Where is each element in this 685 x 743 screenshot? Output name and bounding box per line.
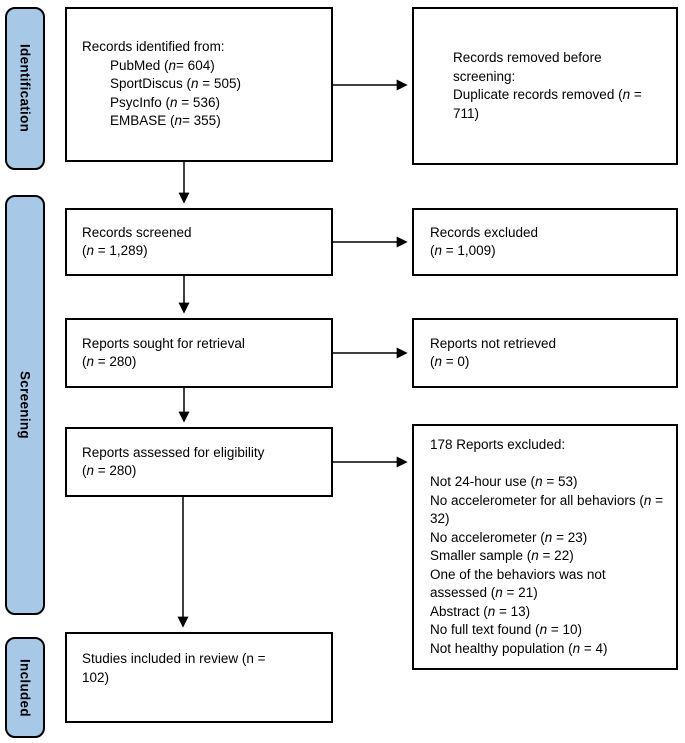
- box-text-line: Smaller sample (n = 22): [430, 548, 574, 563]
- box-text-line: Reports not retrieved: [430, 335, 557, 351]
- box-text-line: Reports assessed for eligibility: [82, 444, 265, 460]
- box-reports-excluded-reasons: 178 Reports excluded: Not 24-hour use (n…: [412, 424, 678, 670]
- box-text-line: Reports sought for retrieval: [82, 335, 245, 351]
- box-text-line: [430, 455, 666, 474]
- box-reports-sought: Reports sought for retrieval (n = 280): [65, 318, 333, 388]
- box-text-line: Not healthy population (n = 4): [430, 640, 608, 656]
- box-records-screened: Records screened (n = 1,289): [65, 208, 333, 276]
- box-text-line: PsycInfo (n = 536): [110, 94, 220, 110]
- box-text-line: Not 24-hour use (n = 53): [430, 474, 578, 489]
- box-text-line: (n = 1,009): [430, 243, 496, 258]
- box-text-line: SportDiscus (n = 505): [110, 76, 241, 92]
- box-text-line: Records removed before screening:: [453, 50, 602, 84]
- box-text-line: Records screened: [82, 224, 192, 240]
- box-text-line: Studies included in review (n = 102): [82, 651, 266, 685]
- box-text-line: One of the behaviors was not assessed (n…: [430, 566, 606, 601]
- stage-label-text: Identification: [17, 44, 33, 133]
- box-text-line: PubMed (n= 604): [110, 57, 215, 73]
- box-text-line: Duplicate records removed (n = 711): [453, 87, 642, 121]
- box-text-line: (n = 280): [82, 463, 137, 478]
- stage-label-text: Screening: [17, 371, 33, 439]
- box-text-line: (n = 280): [82, 354, 137, 369]
- box-studies-included: Studies included in review (n = 102): [65, 632, 333, 723]
- box-text-line: Records identified from:: [82, 39, 225, 55]
- box-text-line: EMBASE (n= 355): [110, 113, 221, 129]
- box-text-line: (n = 0): [430, 354, 470, 369]
- box-records-removed: Records removed before screening:Duplica…: [412, 7, 678, 165]
- box-text-line: 178 Reports excluded:: [430, 437, 566, 452]
- stage-label-included: Included: [5, 637, 45, 738]
- stage-label-screening: Screening: [5, 195, 45, 615]
- box-text-line: Abstract (n = 13): [430, 603, 531, 619]
- box-reports-not-retrieved: Reports not retrieved (n = 0): [412, 318, 678, 388]
- box-text-line: (n = 1,289): [82, 243, 148, 258]
- box-text-line: No accelerometer for all behaviors (n = …: [430, 492, 663, 527]
- box-text-line: No full text found (n = 10): [430, 622, 582, 637]
- stage-label-text: Included: [17, 658, 33, 717]
- box-text-line: No accelerometer (n = 23): [430, 529, 588, 545]
- box-text-line: Records excluded: [430, 224, 539, 240]
- box-reports-assessed: Reports assessed for eligibility (n = 280…: [65, 427, 333, 497]
- box-records-identified: Records identified from: PubMed (n= 604) S…: [65, 7, 333, 162]
- stage-label-identification: Identification: [5, 7, 45, 170]
- box-records-excluded: Records excluded (n = 1,009): [412, 208, 678, 276]
